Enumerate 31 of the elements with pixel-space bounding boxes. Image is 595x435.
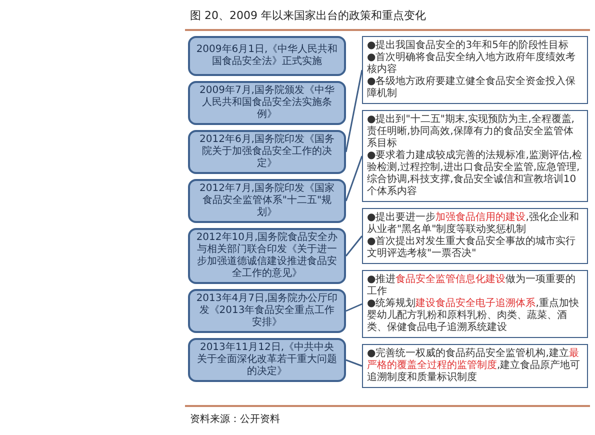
callout-box [362,344,588,388]
bullet-text: ●首次提出对发生重大食品安全事故的城市实行文明评选考核"一票否决" [367,236,577,260]
policy-text: 2013年11月12日,《中共中央关于全面深化改革若干重大问题的决定》 [196,342,338,378]
policy-box [188,338,346,382]
callout-box [362,208,588,264]
policy-box [188,228,346,284]
callout-box [362,110,588,202]
policy-box [188,81,346,125]
policy-box [188,179,346,223]
bullet-text: ●提出我国食品安全的3年和5年的阶段性目标 [367,40,570,52]
policy-text: 2012年10月,国务院食品安全办与相关部门联合印发《关于进一步加强道德诚信建设推进食品安全工作的意见》 [195,232,339,280]
callout-box [362,36,588,104]
policy-text: 2009年6月1日,《中华人民共和国食品安全法》正式实施 [195,44,339,68]
policy-text: 2012年6月,国务院印发《国务院关于加强食品安全工作的决定》 [198,134,336,170]
bullet-text: ●首次明确将食品安全纳入地方政府年度绩效考核内容 [367,52,577,76]
policy-text: 2013年4月7日,国务院办公厅印发《2013年食品安全重点工作安排》 [195,293,339,329]
bullet-text: ●统筹规划建设食品安全电子追溯体系,重点加快婴幼儿配方乳粉和原料乳粉、肉类、蔬菜、酒类、保健食品电子追溯系统建设 [367,298,580,334]
policy-box [188,289,346,333]
bullet-text: ●提出要进一步加强食品信用的建设,强化企业和从业者"黑名单"制度等联动奖惩机制 [367,212,580,236]
policy-box [188,36,346,76]
bullet-text: ●要求着力建成较成完善的法规标准,监测评估,检验检测,过程控制,进出口食品安全监管,应急管理,综合协调,科技支撑,食品安全诚信和宣教培训10个体系内容 [367,150,583,198]
bullet-text: ●各级地方政府要建立健全食品安全资金投入保障机制 [367,76,577,100]
bullet-text: ●提出到"十二五"期末,实现预防为主,全程覆盖,责任明晰,协同高效,保障有力的食品安全监管体系目标 [367,114,576,150]
policy-text: 2009年7月,国务院颁发《中华人民共和国食品安全法实施条例》 [198,85,336,121]
source-note: 资料来源：公开资料 [190,412,280,426]
figure-title: 图 20、2009 年以来国家出台的政策和重点变化 [190,8,426,23]
callout-box [362,270,588,338]
bullet-text: ●推进食品安全监管信息化建设做为一项重要的工作 [367,274,577,298]
policy-text: 2012年7月,国务院印发《国家食品安全监管体系"十二五"规划》 [198,183,336,219]
policy-box [188,130,346,174]
bullet-text: ●完善统一权威的食品药品安全监管机构,建立最严格的覆盖全过程的监管制度,建立食品原产地可追溯制度和质量标识制度 [367,348,582,384]
